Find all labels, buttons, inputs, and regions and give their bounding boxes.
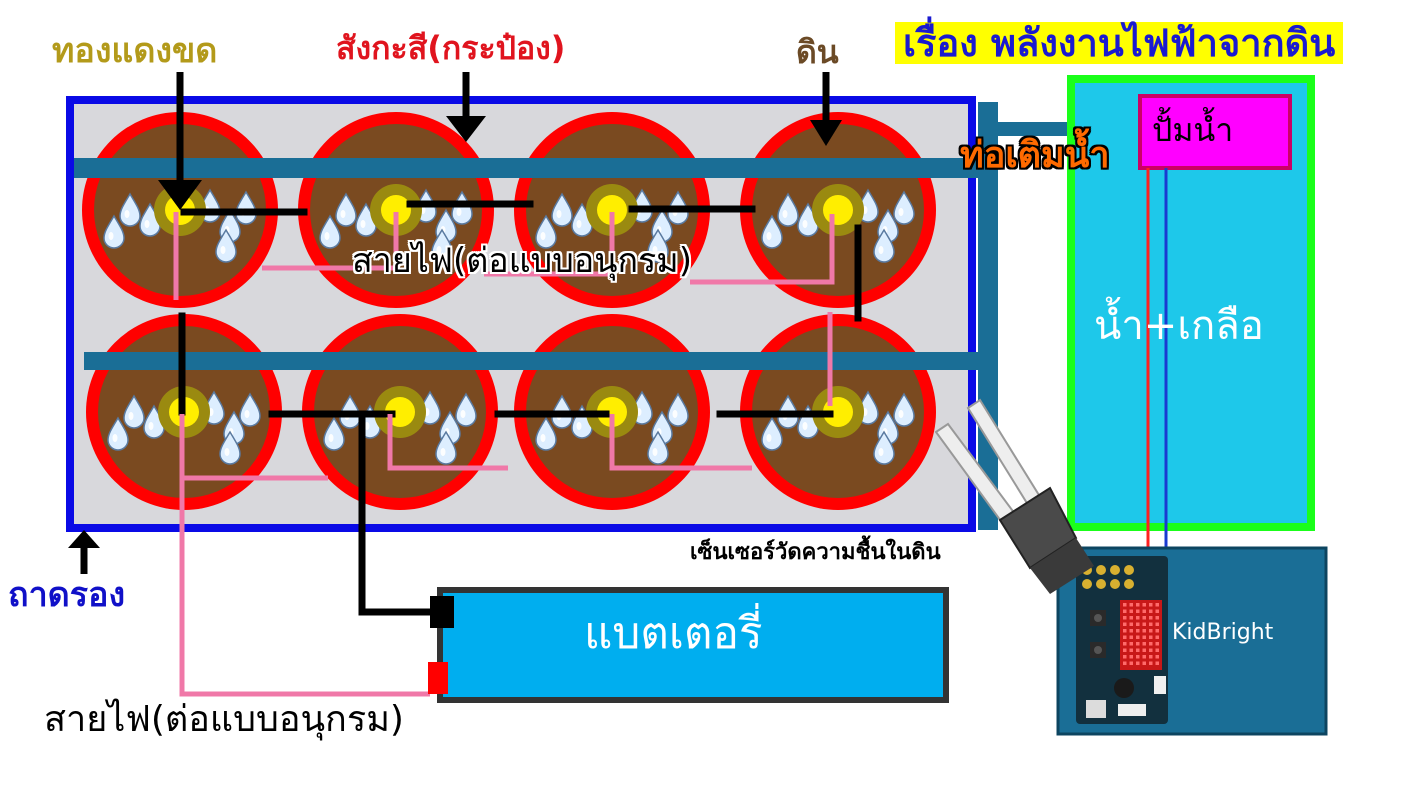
led-dot (1123, 629, 1127, 633)
black-wires (178, 200, 862, 616)
led-dot (1142, 609, 1146, 613)
led-dot (1142, 648, 1146, 652)
led-dot (1136, 642, 1140, 646)
led-dot (1123, 622, 1127, 626)
led-dot (1155, 642, 1159, 646)
led-dot (1149, 642, 1153, 646)
battery-positive-terminal (428, 662, 448, 694)
led-dot (1136, 616, 1140, 620)
copper-coil-4 (823, 195, 853, 225)
led-dot (1149, 609, 1153, 613)
led-dot (1123, 635, 1127, 639)
led-dot (1123, 661, 1127, 665)
led-dot (1123, 603, 1127, 607)
moisture-sensor (934, 398, 1094, 594)
led-dot (1136, 603, 1140, 607)
bottom-pipe (84, 352, 996, 370)
battery-negative-terminal (430, 596, 454, 628)
led-dot (1149, 616, 1153, 620)
led-dot (1136, 648, 1140, 652)
led-dot (1123, 648, 1127, 652)
led-dot (1129, 648, 1133, 652)
led-dot (1136, 655, 1140, 659)
soil-label: ดิน (796, 33, 839, 71)
led-dot (1155, 603, 1159, 607)
kidbright-board (1076, 556, 1168, 724)
zinc-label: สังกะสี(กระป๋อง) (336, 29, 566, 67)
led-dot (1149, 603, 1153, 607)
led-dot (1155, 629, 1159, 633)
led-dot (1155, 635, 1159, 639)
pink-wires (173, 212, 835, 697)
sensor-label: เซ็นเซอร์วัดความชื้นในดิน (690, 540, 941, 565)
led-dot (1149, 655, 1153, 659)
diagram-title: เรื่อง พลังงานไฟฟ้าจากดิน (895, 22, 1344, 64)
pump-label: ปั้มน้ำ (1152, 111, 1234, 149)
led-dot (1142, 622, 1146, 626)
led-dot (1129, 622, 1133, 626)
led-dot (1129, 655, 1133, 659)
led-dot (1155, 648, 1159, 652)
led-dot (1142, 629, 1146, 633)
led-dot (1142, 616, 1146, 620)
led-dot (1129, 616, 1133, 620)
battery (437, 587, 949, 703)
led-dot (1129, 635, 1133, 639)
arrows (68, 72, 842, 574)
battery-label: แบตเตอรี่ (584, 608, 763, 659)
led-dot (1155, 616, 1159, 620)
led-dot (1136, 622, 1140, 626)
led-dot (1149, 635, 1153, 639)
led-dot (1129, 603, 1133, 607)
led-dot (1136, 629, 1140, 633)
series-wire-label-top: สายไฟ(ต่อแบบอนุกรม) (352, 241, 692, 281)
tray-label: ถาดรอง (8, 575, 126, 615)
led-dot (1123, 655, 1127, 659)
tank-label: น้ำ+เกลือ (1094, 303, 1264, 349)
refill-pipe-label: ท่อเติมน้ำ (960, 135, 1110, 176)
led-dot (1142, 661, 1146, 665)
led-dot (1149, 661, 1153, 665)
led-dot (1142, 655, 1146, 659)
led-dot (1149, 622, 1153, 626)
led-dot (1142, 635, 1146, 639)
series-wire-label-bottom: สายไฟ(ต่อแบบอนุกรม) (44, 699, 404, 740)
top-pipe (74, 158, 996, 178)
led-dot (1129, 629, 1133, 633)
led-dot (1129, 642, 1133, 646)
led-dot (1136, 635, 1140, 639)
led-dot (1149, 629, 1153, 633)
led-dot (1149, 648, 1153, 652)
water-pump (1138, 94, 1292, 170)
led-dot (1142, 603, 1146, 607)
led-dot (1129, 661, 1133, 665)
led-dot (1123, 616, 1127, 620)
board-label: KidBright (1172, 620, 1274, 645)
led-dot (1129, 609, 1133, 613)
led-dot (1155, 655, 1159, 659)
led-dot (1142, 642, 1146, 646)
led-dot (1123, 609, 1127, 613)
led-dot (1155, 661, 1159, 665)
led-dot (1136, 609, 1140, 613)
copper-label: ทองแดงขด (52, 31, 218, 71)
copper-coil-7 (597, 397, 627, 427)
copper-coil-3 (597, 195, 627, 225)
led-dot (1136, 661, 1140, 665)
led-dot (1155, 609, 1159, 613)
led-dot (1123, 642, 1127, 646)
led-dot (1155, 622, 1159, 626)
copper-coil-2 (381, 195, 411, 225)
